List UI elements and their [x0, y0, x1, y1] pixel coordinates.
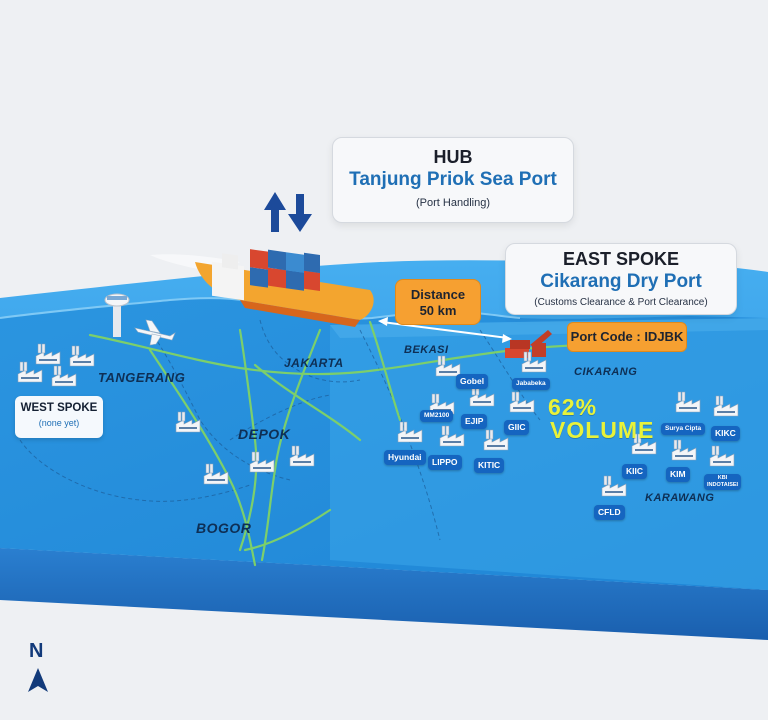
factory-icon	[17, 361, 43, 383]
hub-name: Tanjung Priok Sea Port	[349, 169, 557, 190]
west-spoke-heading: WEST SPOKE	[20, 402, 98, 414]
airplane-icon	[134, 319, 176, 346]
east-spoke-heading: EAST SPOKE	[562, 249, 680, 269]
factory-icon	[51, 365, 77, 387]
estate-ejip: EJIP	[461, 414, 488, 429]
estate-kbi-line2: INDOTAISEI	[707, 482, 739, 488]
region-jakarta: JAKARTA	[284, 356, 344, 370]
factory-icon	[439, 425, 465, 447]
factory-icon	[35, 343, 61, 365]
volume-percent: 62%	[548, 394, 598, 420]
estate-kikc: KIKC	[711, 426, 740, 441]
west-spoke-detail: (none yet)	[38, 418, 80, 428]
factory-icon	[469, 385, 495, 407]
map-base-edge	[0, 548, 768, 640]
volume-label: VOLUME	[550, 417, 655, 443]
factory-icon	[203, 463, 229, 485]
up-down-arrows-icon	[264, 192, 312, 232]
factory-icon	[521, 351, 547, 373]
estate-gobel: Gobel	[456, 374, 489, 389]
control-tower-icon	[104, 293, 130, 337]
factory-icon	[289, 445, 315, 467]
east-spoke-name: Cikarang Dry Port	[540, 271, 702, 292]
cargo-ship-icon	[150, 249, 374, 327]
hub-heading: HUB	[433, 147, 473, 167]
region-tangerang: TANGERANG	[98, 370, 186, 385]
factory-icon	[249, 451, 275, 473]
factory-layer	[17, 343, 739, 497]
east-spoke-detail: (Customs Clearance & Port Clearance)	[534, 297, 708, 308]
west-spoke-callout: WEST SPOKE (none yet)	[15, 396, 103, 438]
factory-icon	[509, 391, 535, 413]
estate-kim: KIM	[666, 467, 690, 482]
container-depot-icon	[505, 330, 552, 358]
east-zone	[330, 318, 768, 590]
estate-mm2100: MM2100	[420, 410, 454, 422]
estate-giic: GIIC	[504, 420, 530, 435]
east-spoke-callout: EAST SPOKE Cikarang Dry Port (Customs Cl…	[505, 243, 737, 315]
region-depok: DEPOK	[238, 426, 291, 442]
distance-badge: Distance 50 km	[395, 279, 481, 325]
region-bekasi: BEKASI	[404, 344, 449, 356]
north-arrow-icon	[28, 668, 48, 692]
estate-kbi: KBI INDOTAISEI	[704, 474, 742, 490]
distance-label: Distance	[410, 287, 466, 302]
estate-jababeka: Jababeka	[512, 378, 550, 390]
hub-callout: HUB Tanjung Priok Sea Port (Port Handlin…	[332, 137, 574, 223]
estate-surya-cipta: Surya Cipta	[661, 423, 706, 435]
factory-icon	[397, 421, 423, 443]
estate-hyundai: Hyundai	[384, 450, 426, 465]
distance-value: 50 km	[419, 303, 457, 318]
region-karawang: KARAWANG	[645, 492, 715, 504]
hub-detail: (Port Handling)	[416, 197, 490, 209]
compass-north-label: N	[29, 640, 44, 662]
factory-icon	[69, 345, 95, 367]
estate-kiic: KIIC	[622, 464, 647, 479]
estate-kbi-line1: KBI	[717, 475, 728, 481]
estate-cfld: CFLD	[594, 505, 625, 520]
factory-icon	[483, 429, 509, 451]
factory-icon	[175, 411, 201, 433]
factory-icon	[709, 445, 735, 467]
factory-icon	[601, 475, 627, 497]
estate-kitic: KITIC	[474, 458, 505, 473]
region-bogor: BOGOR	[196, 520, 252, 536]
factory-icon	[713, 395, 739, 417]
estate-lippo: LIPPO	[428, 455, 462, 470]
factory-icon	[631, 433, 657, 455]
factory-icon	[435, 355, 461, 377]
region-cikarang: CIKARANG	[574, 366, 638, 378]
factory-icon	[671, 439, 697, 461]
port-code-badge: Port Code : IDJBK	[567, 322, 687, 352]
factory-icon	[675, 391, 701, 413]
